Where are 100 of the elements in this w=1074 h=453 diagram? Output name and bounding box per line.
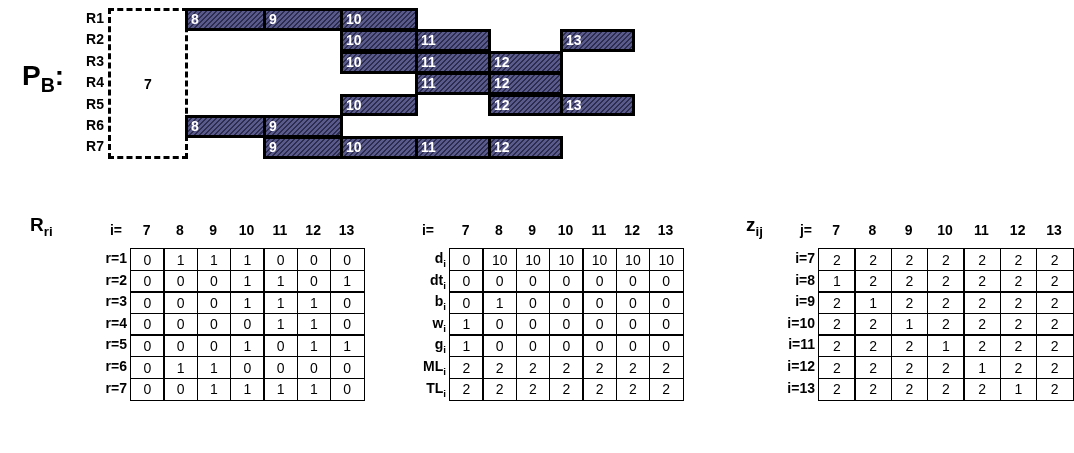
column-header: 9 <box>903 222 914 240</box>
table-cell: 0 <box>548 312 584 336</box>
task-bar: 10 <box>340 8 418 31</box>
table-cell: 1 <box>926 334 965 358</box>
column-header: 13 <box>656 222 675 240</box>
table-cell: 0 <box>482 312 518 336</box>
matrix-symbol: R$_{ri}$ <box>30 214 53 239</box>
table-cell: 2 <box>548 377 584 401</box>
row-header: r=2 <box>104 271 127 290</box>
table-cell: 0 <box>449 248 484 272</box>
table-cell: 2 <box>854 248 893 272</box>
row-header: i=7 <box>794 250 815 268</box>
task-bar: 12 <box>488 136 563 160</box>
table-cell: 10 <box>582 248 617 272</box>
table-cell: 2 <box>854 312 893 336</box>
table-cell: 1 <box>263 269 298 293</box>
task-bar: 8 <box>185 115 266 138</box>
row-header: r=1 <box>104 250 127 268</box>
table-cell: 0 <box>482 334 518 358</box>
index-label: i= <box>420 222 434 240</box>
task-bar: 12 <box>488 72 563 96</box>
table-cell: 2 <box>818 291 856 315</box>
table-cell: 1 <box>818 269 856 293</box>
row-header: r=7 <box>104 379 127 398</box>
table-cell: 1 <box>263 377 298 401</box>
row-header: g$_{i}$ <box>433 336 446 355</box>
row-header: i=11 <box>787 336 815 355</box>
task-bar: 8 <box>185 8 266 31</box>
table-cell: 1 <box>229 248 265 272</box>
table-cell: 0 <box>582 312 617 336</box>
row-header: dt$_{i}$ <box>429 271 446 290</box>
column-header: 11 <box>972 222 990 240</box>
table-cell: 1 <box>329 334 365 358</box>
row-header: ML$_{i}$ <box>422 358 446 376</box>
column-header: 10 <box>936 222 954 240</box>
table-cell: 0 <box>648 269 684 293</box>
column-header: 10 <box>237 222 256 240</box>
task-bar: 13 <box>560 93 635 117</box>
table-cell: 2 <box>482 377 518 401</box>
column-header: 7 <box>460 222 471 240</box>
table-cell: 10 <box>482 248 518 272</box>
table-cell: 0 <box>130 269 165 293</box>
task-bar: 10 <box>340 93 418 117</box>
table-cell: 2 <box>818 248 856 272</box>
row-header: d$_{i}$ <box>433 250 446 268</box>
task-bar: 9 <box>263 115 343 138</box>
table-cell: 1 <box>229 291 265 315</box>
row-header: w$_{i}$ <box>431 314 446 333</box>
table-cell: 2 <box>926 312 965 336</box>
table-cell: 0 <box>449 269 484 293</box>
task-bar: 11 <box>415 72 491 96</box>
row-group-label: P$_{B}$: <box>22 60 65 97</box>
row-label: R1 <box>85 10 104 28</box>
table-cell: 0 <box>163 269 199 293</box>
table-cell: 2 <box>818 356 856 380</box>
task-bar: 10 <box>340 136 418 160</box>
table-cell: 0 <box>329 291 365 315</box>
row-label: R4 <box>85 74 104 93</box>
table-cell: 2 <box>818 377 856 401</box>
column-header: 13 <box>337 222 356 240</box>
table-cell: 10 <box>548 248 584 272</box>
table-cell: 1 <box>449 334 484 358</box>
row-header: r=5 <box>104 336 127 355</box>
row-label: R7 <box>85 138 104 157</box>
table-cell: 0 <box>482 269 518 293</box>
table-cell: 2 <box>1035 334 1074 358</box>
table-cell: 1 <box>163 248 199 272</box>
table-cell: 2 <box>963 291 1001 315</box>
column-header: 9 <box>208 222 219 240</box>
table-cell: 0 <box>582 269 617 293</box>
table-cell: 10 <box>648 248 684 272</box>
table-cell: 0 <box>163 334 199 358</box>
table-cell: 1 <box>329 269 365 293</box>
table-cell: 0 <box>130 356 165 380</box>
row-header: TL$_{i}$ <box>425 379 446 398</box>
column-header: 10 <box>556 222 575 240</box>
table-cell: 2 <box>1035 269 1074 293</box>
task-bar: 11 <box>415 136 491 160</box>
table-cell: 0 <box>130 312 165 336</box>
row-header: i=9 <box>794 293 815 312</box>
column-header: 8 <box>494 222 504 240</box>
row-header: r=3 <box>104 293 127 312</box>
row-header: r=4 <box>104 314 127 333</box>
row-header: b$_{i}$ <box>433 293 446 312</box>
column-header: 11 <box>271 222 289 240</box>
table-cell: 2 <box>648 377 684 401</box>
index-label: i= <box>108 222 122 240</box>
table-cell: 2 <box>963 269 1001 293</box>
table-cell: 2 <box>926 291 965 315</box>
table-cell: 2 <box>854 377 893 401</box>
table-cell: 1 <box>229 269 265 293</box>
column-header: 9 <box>527 222 538 240</box>
task-bar: 11 <box>415 29 491 53</box>
table-cell: 0 <box>548 334 584 358</box>
table-cell: 0 <box>329 248 365 272</box>
table-cell: 0 <box>582 334 617 358</box>
table-cell: 1 <box>263 312 298 336</box>
table-cell: 0 <box>130 248 165 272</box>
table-cell: 2 <box>449 377 484 401</box>
table-cell: 0 <box>263 248 298 272</box>
